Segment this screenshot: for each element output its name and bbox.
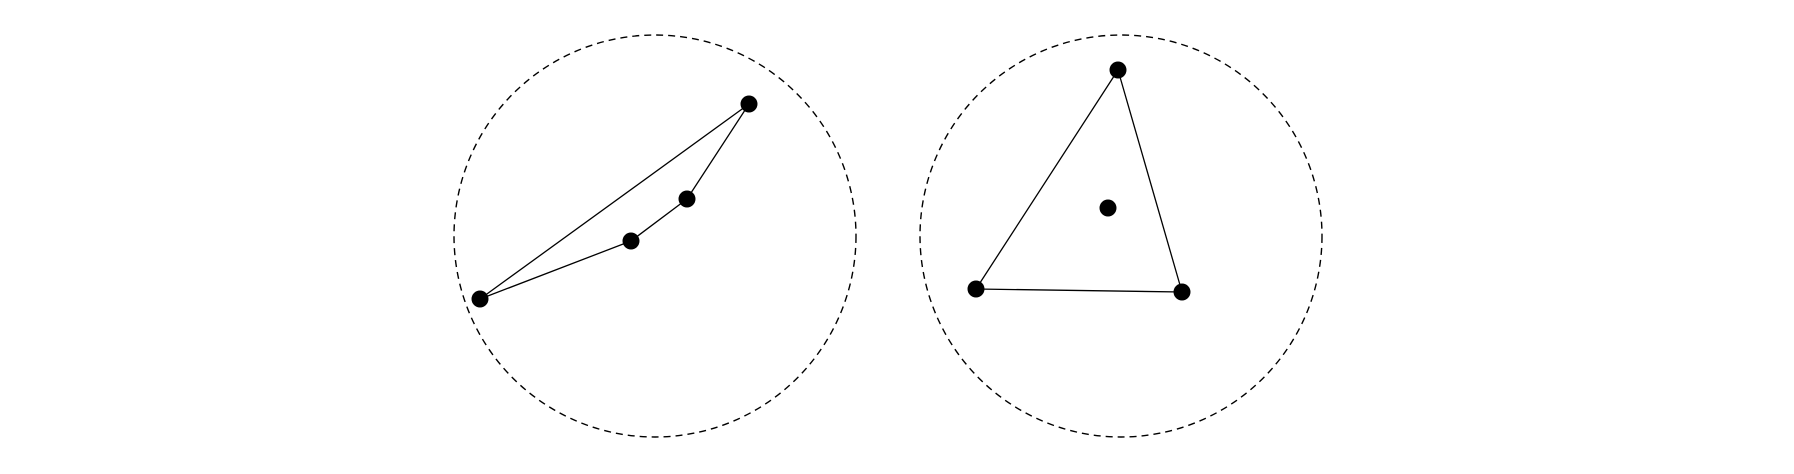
right-hull-edge: [975, 288, 1183, 293]
left-boundary-circle: [453, 34, 857, 438]
left-point: [678, 190, 696, 208]
right-hull-edge: [975, 69, 1119, 290]
left-panel: [453, 34, 857, 438]
left-hull-edge: [686, 103, 750, 200]
left-point: [740, 95, 758, 113]
left-point: [622, 232, 640, 250]
left-hull-edge: [630, 198, 688, 242]
right-point: [1109, 61, 1127, 79]
right-boundary-circle: [919, 34, 1323, 438]
right-point: [1173, 283, 1191, 301]
right-panel: [919, 34, 1323, 438]
right-hull-edge: [1117, 69, 1183, 293]
right-interior-point: [1099, 199, 1117, 217]
right-point: [967, 280, 985, 298]
left-hull-edge: [479, 103, 750, 300]
left-hull-edge: [479, 240, 632, 300]
left-point: [471, 290, 489, 308]
